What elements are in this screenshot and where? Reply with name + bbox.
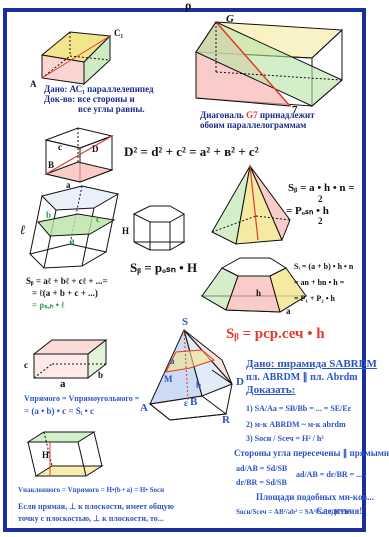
volume-rect-1: Vпрямого = Vпрямоугольного = xyxy=(24,394,140,403)
prism-formula-3: = ρₛₑₕ • ℓ xyxy=(32,300,65,310)
cuboid-d: D xyxy=(92,144,99,154)
oblique-prism-figure xyxy=(29,185,120,269)
big-pyr-eps: ε xyxy=(184,398,188,408)
cuboid-c: c xyxy=(58,142,62,152)
frustum-formula-2: = an + bn • h = xyxy=(294,278,345,287)
cuboid-a: a xyxy=(66,180,71,190)
cuboid-figure xyxy=(44,127,114,183)
cuboid-b: B xyxy=(48,160,55,170)
pyramid-formula-2-denom: 2 xyxy=(318,216,323,226)
proof-line-1: Док-во: все стороны и xyxy=(44,94,135,104)
big-pyr-d: D xyxy=(236,376,244,388)
given-parallelepiped: Дано: АС₁ параллелепипед xyxy=(44,84,154,94)
bottom-note-2: точку с плоскостью, ⊥ к плоскости, то... xyxy=(18,514,164,523)
cross-note: Стороны угла пересечены ∥ прямыми xyxy=(234,448,389,458)
prism-b: b xyxy=(46,210,52,220)
hex-formula: Sᵦ = pₒₛₙ • H xyxy=(130,260,198,275)
sim-conclusion: ad/AB = dr/BR = ... . xyxy=(296,470,367,479)
rectangular-box-figure xyxy=(32,338,108,380)
box-c: c xyxy=(24,360,28,370)
big-pyr-a-lower: a xyxy=(170,356,175,366)
geometry-poster: ρ C₁ A Дано: АС₁ параллелепипед Док-во: … xyxy=(3,0,389,532)
sim-ratio-1: ad/AB = Sd/SB xyxy=(236,464,288,473)
bottom-note-1: Если прямая, ⊥ к плоскости, имеет общую xyxy=(18,502,174,511)
big-pyr-m: M xyxy=(164,374,173,384)
volume-rect-2: = (a • b) • c = Sᵢ • c xyxy=(24,406,95,416)
prove-heading: Доказать: xyxy=(246,384,296,396)
pyramid-formula-1-denom: 2 xyxy=(318,194,323,204)
similar-areas: Площади подобных мн-ков... xyxy=(256,492,374,502)
volume-oblique: Vнаклонного = Vпрямого = H•(b • a) = H• … xyxy=(18,486,165,494)
pyramid-figure xyxy=(211,164,291,245)
diagonal-line-1: Диагональ G7 принадлежит xyxy=(200,110,315,120)
prism-side-l: ℓ xyxy=(20,222,26,237)
hexagonal-prism-figure xyxy=(132,205,186,251)
label-g: G xyxy=(226,13,234,25)
prove-item-3: 3) Sосн / Sсеч = H² / h² xyxy=(246,434,324,443)
frustum-formula-1: Sᵢ = (a + b) • h • n xyxy=(294,262,354,271)
label-a: A xyxy=(30,79,37,89)
given-title: Дано: пирамида SABRDM xyxy=(246,358,377,370)
prism-formula-1: Sᵦ = aℓ + bℓ + cℓ + ...= xyxy=(26,276,108,286)
parallelepiped-figure xyxy=(40,31,112,86)
frustum-formula-3: = P₁ + P₂ • h xyxy=(294,294,335,303)
label-c1: C₁ xyxy=(114,28,124,38)
consequences: Следствия! xyxy=(316,506,363,516)
given-planes: пл. ABRDM ∥ пл. Abrdm xyxy=(246,372,358,383)
label-7: 7 xyxy=(292,104,298,116)
prism-c: c xyxy=(96,214,100,224)
prism-a: a xyxy=(70,236,75,246)
oblique-h: H xyxy=(42,450,50,460)
oblique-box-figure xyxy=(26,431,104,477)
big-formula: Sᵦ = pср.сеч • h xyxy=(226,326,325,342)
box-a: a xyxy=(60,378,66,390)
diagonal-formula: D² = d² + c² = a² + в² + c² xyxy=(124,144,259,159)
big-pyramid-figure xyxy=(148,328,233,421)
frustum-figure xyxy=(200,257,308,313)
box-b: b xyxy=(98,370,104,380)
prove-item-2: 2) м-к ABRDM ~ м-к abrdm xyxy=(246,420,346,429)
pyramid-formula-1: Sᵦ = a • h • n = xyxy=(288,182,355,194)
frustum-h: h xyxy=(256,288,262,298)
big-pyr-b-upper: B xyxy=(190,396,198,408)
prove-item-1: 1) SA/Aa = SB/Bb = ... = SE/Eε xyxy=(246,404,352,413)
poster-drawings xyxy=(26,21,344,477)
hex-h: H xyxy=(122,226,130,236)
top-fragment: ρ xyxy=(185,0,192,12)
sim-ratio-2: dr/BR = Sd/SB xyxy=(236,478,287,487)
diagonal-parallelepiped-figure xyxy=(195,21,344,108)
pyramid-formula-2: = Pₒₛₙ • h xyxy=(286,205,329,217)
big-pyr-r: R xyxy=(222,414,230,426)
proof-line-2: все углы равны. xyxy=(78,104,145,114)
big-pyr-a: A xyxy=(140,402,148,414)
diagonal-line-2: обоим параллелограммам xyxy=(200,120,307,130)
big-pyr-b: b xyxy=(196,380,202,390)
big-pyr-s: S xyxy=(182,316,189,328)
prism-formula-2: = ℓ(a + b + c + ...) xyxy=(32,288,98,298)
frustum-a: a xyxy=(286,306,291,316)
area-ratio: Sосн/Sсеч = AB²/ab² = SA²/Sa² = H²/h² xyxy=(236,508,351,516)
